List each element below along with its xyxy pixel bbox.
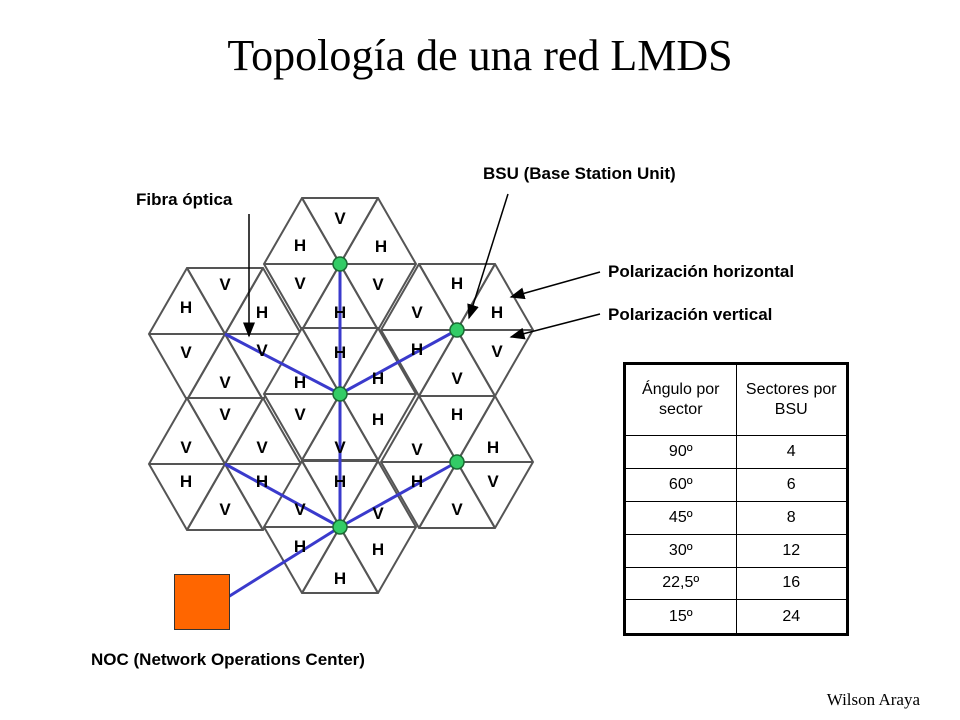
- bsu-node: [449, 322, 465, 338]
- fiber-link: [339, 328, 458, 396]
- sector-polarization-label: V: [180, 343, 192, 362]
- sector-polarization-label: V: [451, 369, 463, 388]
- table-row: 45º 8: [624, 500, 848, 535]
- sector-polarization-label: V: [372, 275, 384, 294]
- sector-polarization-label: V: [411, 303, 423, 322]
- polarizacion-horizontal-label: Polarización horizontal: [608, 262, 795, 281]
- polarizacion-horizontal-pointer-arrow: [509, 271, 601, 300]
- sector-polarization-label: H: [256, 303, 268, 322]
- sector-polarization-label: V: [219, 373, 231, 392]
- table-cell: 24: [735, 599, 848, 635]
- sectors-table: Ángulo por sector Sectores por BSU 90º 4…: [623, 362, 849, 636]
- table-row: 60º 6: [624, 467, 848, 502]
- table-cell: 45º: [624, 500, 737, 535]
- table-cell: 4: [735, 435, 848, 469]
- sector-polarization-label: H: [334, 303, 346, 322]
- bsu-label: BSU (Base Station Unit): [483, 164, 676, 183]
- table-cell: 6: [735, 467, 848, 502]
- bsu-node: [332, 256, 348, 272]
- polarizacion-vertical-pointer-arrow: [509, 313, 601, 340]
- sector-polarization-label: V: [180, 438, 192, 457]
- bsu-node: [332, 519, 348, 535]
- page-title: Topología de una red LMDS: [227, 31, 733, 80]
- fiber-links: [224, 264, 458, 599]
- sector-polarization-label: V: [334, 438, 346, 457]
- sector-polarization-label: H: [180, 472, 192, 491]
- fibra-optica-label: Fibra óptica: [136, 190, 233, 209]
- sector-polarization-label: V: [372, 504, 384, 523]
- sector-polarization-label: V: [219, 405, 231, 424]
- sector-polarization-label: V: [256, 341, 268, 360]
- sector-polarization-label: H: [451, 274, 463, 293]
- sector-polarization-label: V: [294, 500, 306, 519]
- sector-polarization-label: V: [411, 440, 423, 459]
- sector-polarization-label: V: [334, 209, 346, 228]
- sector-polarization-label: H: [375, 237, 387, 256]
- sector-polarization-label: V: [294, 405, 306, 424]
- table-cell: 15º: [624, 599, 737, 635]
- author-credit: Wilson Araya: [826, 690, 920, 709]
- table-cell: 8: [735, 500, 848, 535]
- table-row: 90º 4: [624, 435, 848, 469]
- sector-polarization-label: H: [491, 303, 503, 322]
- sector-polarization-label: H: [294, 373, 306, 392]
- table-row: 22,5º 16: [624, 566, 848, 601]
- table-cell: 30º: [624, 533, 737, 568]
- table-row: 15º 24: [624, 599, 848, 635]
- fiber-link: [224, 332, 341, 396]
- sector-polarization-label: H: [372, 410, 384, 429]
- table-cell: 12: [735, 533, 848, 568]
- sector-polarization-label: H: [334, 343, 346, 362]
- bsu-node: [449, 454, 465, 470]
- bsu-nodes: [332, 256, 465, 535]
- sector-polarization-label: H: [256, 472, 268, 491]
- table-cell: 90º: [624, 435, 737, 469]
- table-header-row: Ángulo por sector Sectores por BSU: [624, 363, 848, 436]
- sector-polarization-label: V: [294, 274, 306, 293]
- fiber-link: [339, 460, 458, 529]
- table-cell: 60º: [624, 467, 737, 502]
- table-cell: 22,5º: [624, 566, 737, 601]
- sector-polarization-label: H: [294, 537, 306, 556]
- sector-polarization-label: H: [334, 472, 346, 491]
- noc-box: [174, 574, 230, 630]
- pointer-arrows: [243, 193, 601, 340]
- sector-polarization-label: H: [334, 569, 346, 588]
- sector-polarization-label: H: [411, 340, 423, 359]
- table-cell: 16: [735, 566, 848, 601]
- fiber-link: [224, 462, 341, 529]
- sector-polarization-label: H: [487, 438, 499, 457]
- sector-polarization-label: H: [372, 540, 384, 559]
- sector-polarization-label: H: [372, 369, 384, 388]
- sector-polarization-label: V: [219, 500, 231, 519]
- sector-polarization-label: V: [491, 342, 503, 361]
- bsu-node: [332, 386, 348, 402]
- sector-polarization-label: V: [451, 500, 463, 519]
- fiber-link: [227, 525, 341, 599]
- sector-polarization-label: H: [294, 236, 306, 255]
- sector-polarization-label: H: [180, 298, 192, 317]
- table-header-cell: Sectores por BSU: [735, 363, 848, 436]
- sector-polarization-label: H: [411, 472, 423, 491]
- sector-polarization-label: V: [219, 275, 231, 294]
- table-row: 30º 12: [624, 533, 848, 568]
- polarizacion-vertical-label: Polarización vertical: [608, 305, 773, 324]
- noc-label: NOC (Network Operations Center): [91, 650, 365, 669]
- table-header-cell: Ángulo por sector: [624, 363, 737, 436]
- bsu-pointer-arrow: [467, 193, 509, 320]
- sector-polarization-label: H: [451, 405, 463, 424]
- sector-polarization-label: V: [487, 472, 499, 491]
- sector-polarization-label: V: [256, 438, 268, 457]
